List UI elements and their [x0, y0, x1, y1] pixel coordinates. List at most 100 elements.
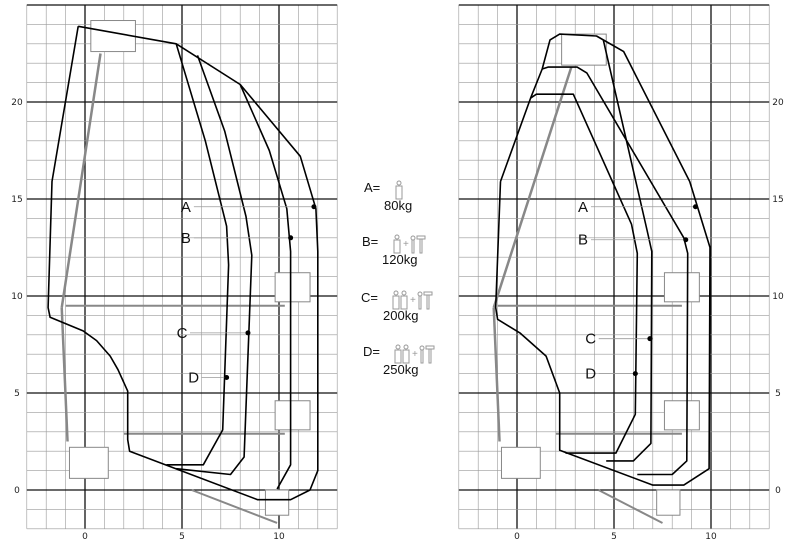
marker-label-b: B: [181, 230, 191, 247]
marker-label-b: B: [578, 232, 588, 249]
lower-boom: [492, 307, 501, 442]
lower-boom: [60, 307, 69, 442]
vehicle-chassis: [500, 446, 541, 479]
envelope-c: [176, 55, 253, 476]
boom-drawing: [492, 33, 700, 524]
envelope-b: [541, 66, 689, 476]
legend-key: A=: [364, 180, 381, 195]
platform-basket: [663, 400, 700, 431]
wrench-head: [410, 235, 416, 241]
tools-icon: [410, 235, 426, 254]
upper-boom: [60, 53, 102, 308]
legend-key: D=: [363, 344, 380, 359]
marker-dot: [224, 374, 230, 380]
y-tick-label: 0: [775, 486, 781, 496]
person-head: [396, 180, 402, 186]
legend-weight: 250kg: [383, 362, 419, 377]
person-icon: [392, 290, 400, 310]
person-icon: [402, 344, 410, 364]
person-head: [395, 344, 401, 350]
plus-sign: +: [412, 349, 418, 360]
x-tick-label: 0: [514, 532, 520, 542]
marker-label-a: A: [578, 199, 588, 216]
marker-dot: [692, 204, 698, 210]
legend-weight: 120kg: [382, 252, 418, 267]
y-tick-label: 5: [775, 389, 781, 399]
wrench-handle: [411, 239, 415, 254]
wrench-handle: [420, 349, 424, 364]
legend-key: B=: [362, 234, 379, 249]
tools-icon: [417, 291, 433, 310]
x-tick-label: 10: [705, 532, 717, 542]
envelope-a-outer: [494, 33, 711, 486]
envelope-b: [239, 84, 292, 490]
envelope-d: [530, 93, 639, 454]
y-tick-label: 20: [11, 98, 23, 108]
person-body: [394, 349, 402, 364]
legend-weight: 80kg: [384, 198, 413, 213]
marker-label-d: D: [585, 366, 596, 383]
person-icon: [395, 180, 403, 200]
grid: [458, 4, 770, 530]
hammer-handle: [426, 294, 430, 310]
vehicle-chassis: [68, 446, 109, 479]
marker-dot: [288, 235, 294, 241]
person-body: [402, 349, 410, 364]
person-icon: [400, 290, 408, 310]
legend-key: C=: [361, 290, 378, 305]
x-tick-label: 5: [179, 532, 185, 542]
person-head: [394, 234, 400, 240]
y-tick-label: 5: [14, 389, 20, 399]
x-tick-label: 0: [82, 532, 88, 542]
legend-item-b: B= + 120kg: [362, 234, 442, 274]
platform-basket: [656, 489, 681, 516]
plus-sign: +: [410, 295, 416, 306]
marker-dot: [683, 237, 689, 243]
person-and-tools-icon: +: [393, 234, 426, 254]
two-persons-and-tools-icon: +: [392, 290, 433, 310]
marker-label-c: C: [585, 331, 596, 348]
platform-basket: [274, 272, 311, 303]
marker-dot: [632, 371, 638, 377]
legend-item-c: C= + 200kg: [361, 290, 441, 330]
person-icon: [394, 344, 402, 364]
envelope-c: [602, 39, 653, 462]
platform-basket: [264, 489, 290, 516]
marker-dot: [245, 330, 251, 336]
legend-item-a: A= 80kg: [364, 180, 444, 220]
platform-basket: [561, 33, 607, 66]
person-icon: [393, 234, 401, 254]
wrench-head: [417, 291, 423, 297]
tools-icon: [419, 345, 435, 364]
marker-dot: [311, 204, 317, 210]
x-tick-label: 10: [273, 532, 285, 542]
person-body: [392, 295, 400, 310]
marker-label-d: D: [188, 369, 199, 386]
y-tick-label: 10: [11, 292, 23, 302]
person-body: [393, 239, 401, 254]
legend-weight: 200kg: [383, 308, 419, 323]
marker-label-c: C: [177, 325, 188, 342]
y-tick-label: 15: [11, 195, 22, 205]
envelope-a-outer: [47, 25, 319, 501]
y-tick-label: 20: [772, 98, 784, 108]
boom-drawing: [60, 20, 311, 524]
person-head: [393, 290, 399, 296]
wrench-head: [419, 345, 425, 351]
hammer-handle: [419, 238, 423, 254]
grid: [26, 4, 338, 530]
person-body: [395, 185, 403, 200]
y-tick-label: 10: [772, 292, 784, 302]
negative-boom: [598, 489, 663, 524]
person-body: [400, 295, 408, 310]
person-icon: [395, 180, 403, 200]
plus-sign: +: [403, 239, 409, 250]
marker-label-a: A: [181, 199, 191, 216]
platform-basket: [274, 400, 311, 431]
platform-basket: [663, 272, 700, 303]
wrench-handle: [418, 295, 422, 310]
legend-item-d: D= + 250kg: [363, 344, 443, 384]
